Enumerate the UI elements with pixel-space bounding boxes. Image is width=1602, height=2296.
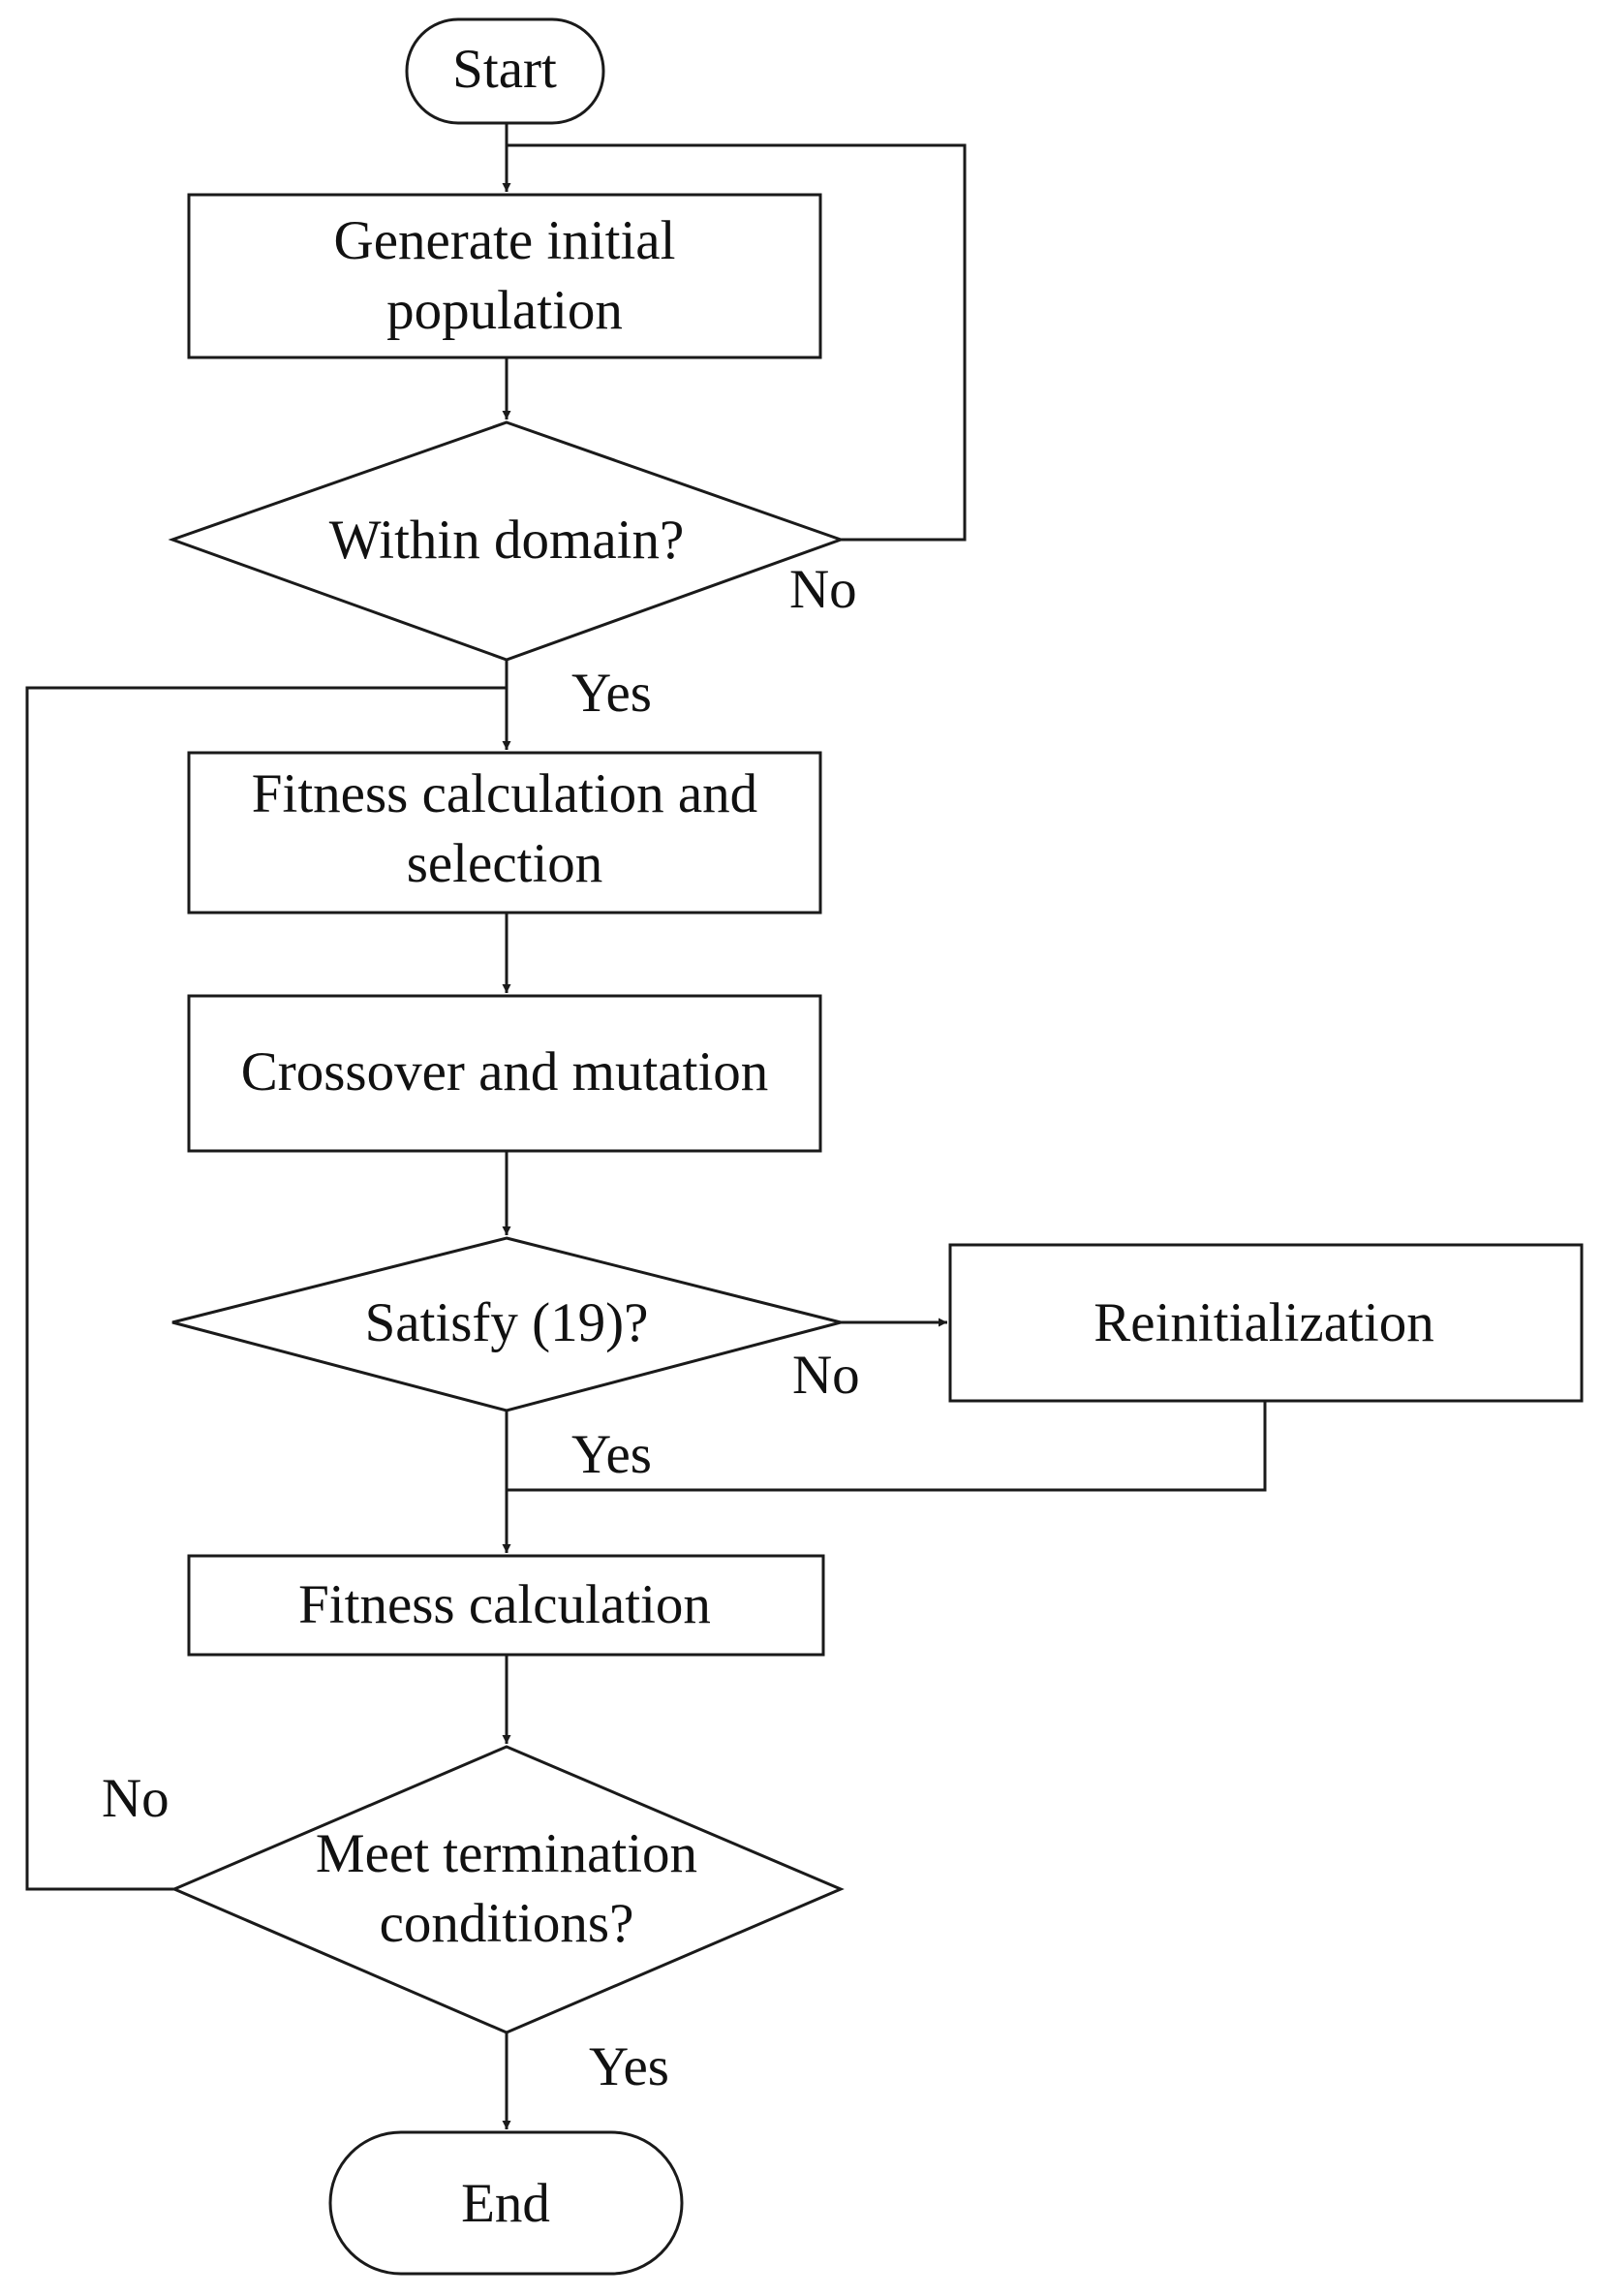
generate-label-line1: Generate initial [334, 210, 676, 271]
satisfy-label: Satisfy (19)? [365, 1292, 649, 1353]
meet-yes-label: Yes [589, 2036, 669, 2097]
generate-population-box [187, 193, 822, 359]
edge-domain-no-loop [507, 143, 967, 542]
generate-label-line2: population [386, 280, 623, 341]
crossover-mutation-label: Crossover and mutation [241, 1041, 769, 1102]
fitness-selection-label-line2: selection [407, 833, 603, 894]
end-terminal [328, 2130, 684, 2276]
start-label: Start [452, 39, 557, 100]
satisfy-yes-label: Yes [571, 1424, 652, 1485]
meet-termination-label-line2: conditions? [380, 1893, 634, 1954]
edge-meet-no-loop [25, 686, 507, 1891]
reinitialization-label: Reinitialization [1094, 1292, 1433, 1353]
reinitialization-box [948, 1243, 1584, 1403]
fitness-selection-label-line1: Fitness calculation and [252, 763, 757, 824]
crossover-mutation-box [187, 994, 822, 1153]
meet-no-label: No [102, 1768, 169, 1829]
edge-reinit-return [507, 1401, 1267, 1492]
domain-yes-label: Yes [571, 663, 652, 724]
within-domain-label: Within domain? [329, 510, 685, 571]
end-label: End [461, 2173, 550, 2234]
fitness-selection-box [187, 751, 822, 915]
fitness-calculation-label: Fitness calculation [298, 1574, 711, 1635]
meet-termination-label-line1: Meet termination [316, 1823, 697, 1884]
fitness-calculation-box [187, 1554, 825, 1657]
start-terminal [405, 17, 605, 125]
satisfy-no-label: No [792, 1345, 860, 1406]
domain-no-label: No [789, 559, 857, 620]
within-domain-decision [168, 420, 846, 662]
satisfy-decision [171, 1236, 842, 1412]
meet-termination-decision [170, 1745, 845, 2034]
